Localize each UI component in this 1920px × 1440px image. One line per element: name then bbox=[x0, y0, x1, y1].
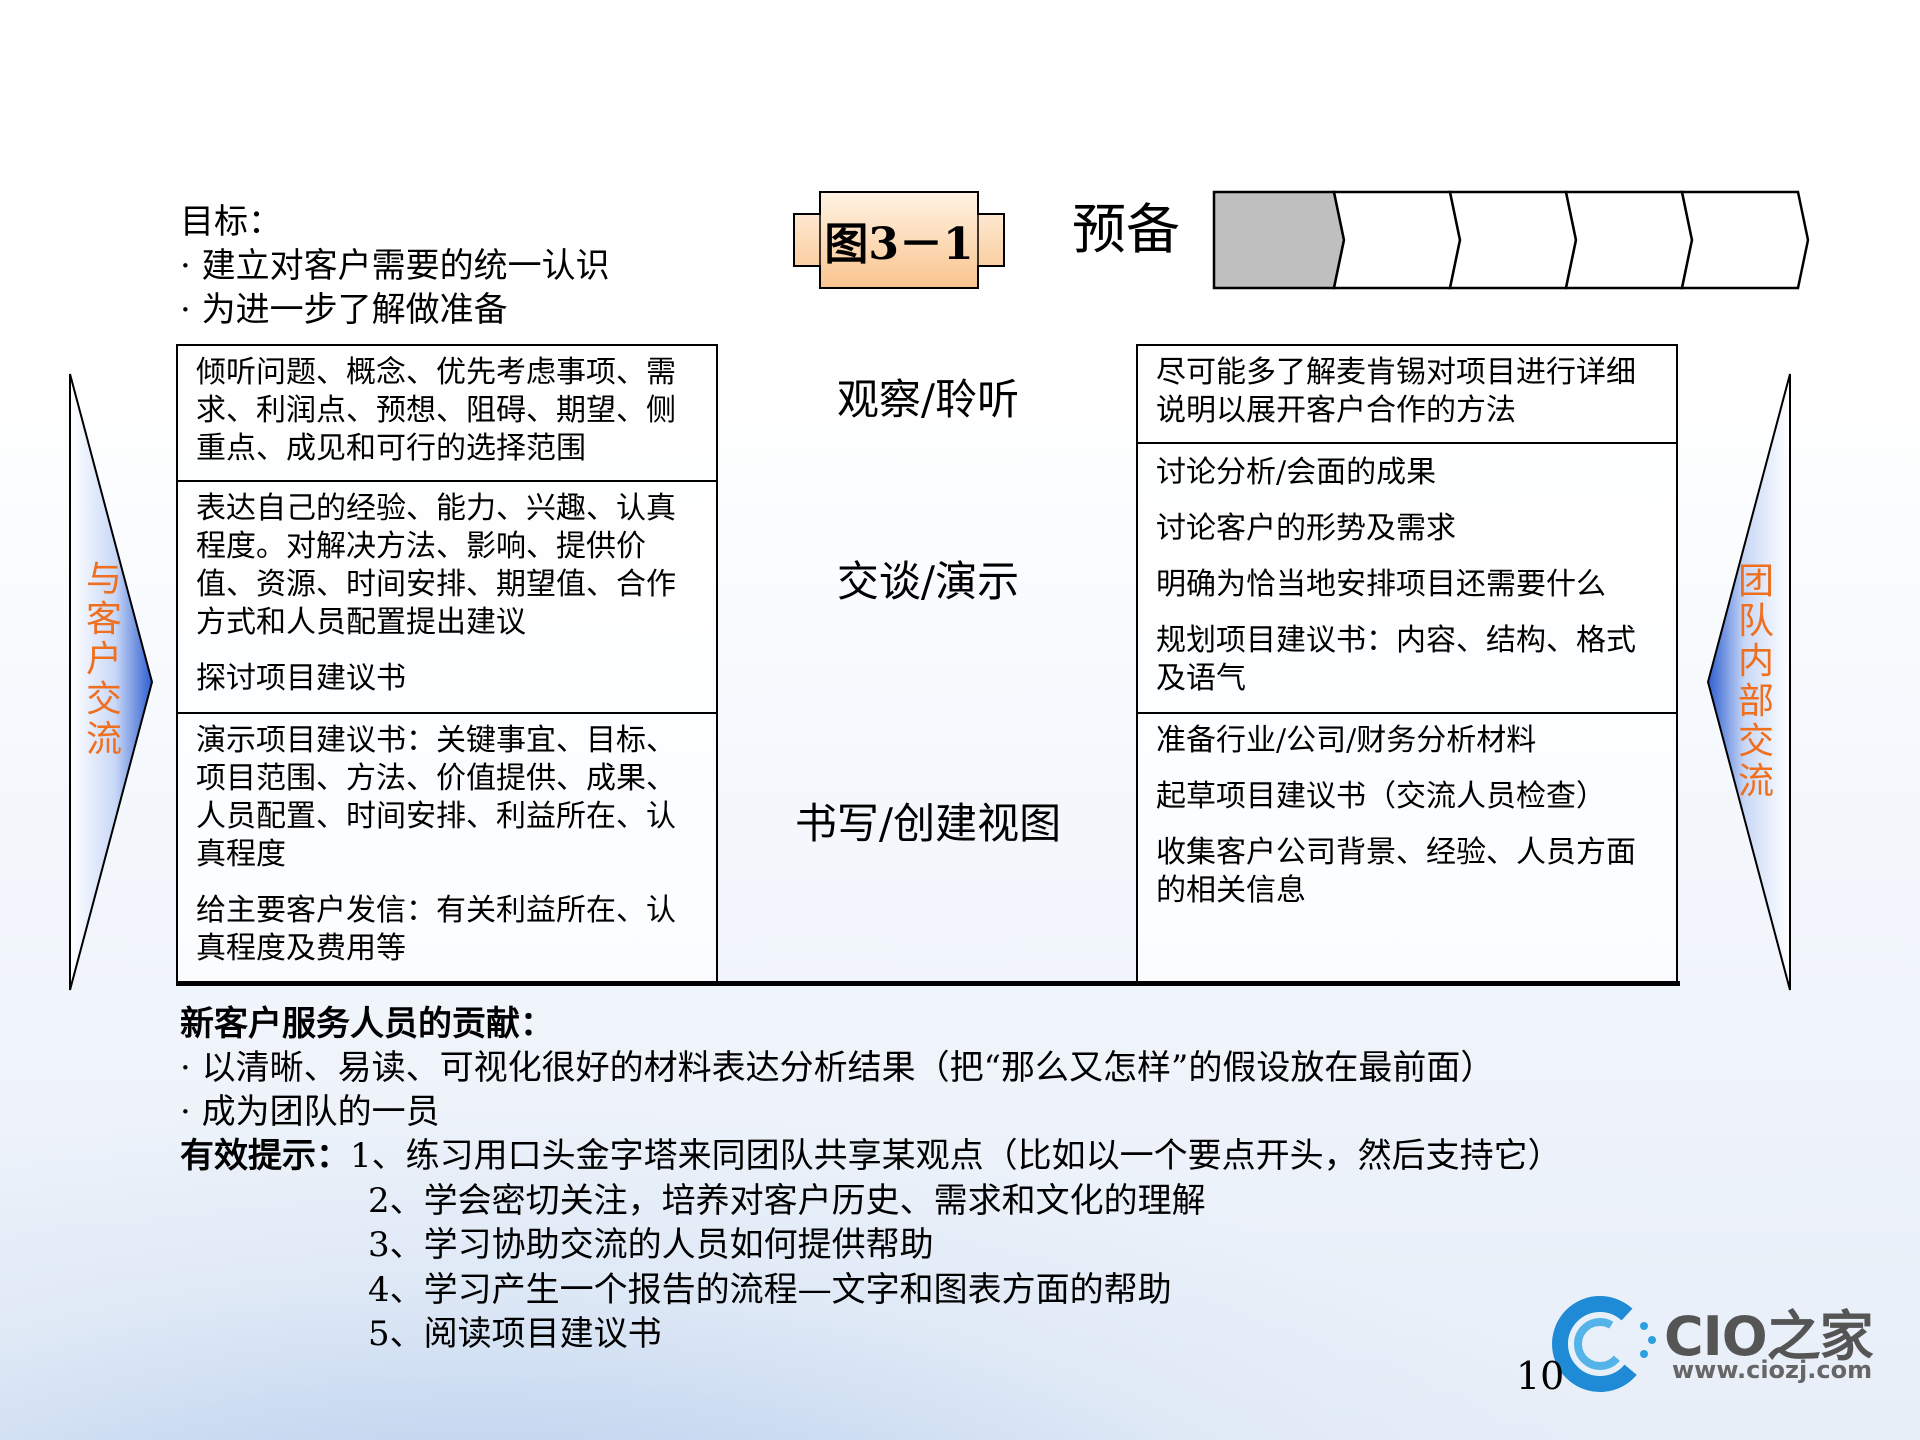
stage-chevron bbox=[1680, 190, 1810, 290]
middle-label-talk: 交谈/演示 bbox=[836, 557, 1020, 606]
stage-chevron-bar bbox=[1212, 190, 1812, 294]
tip-item: 2、学会密切关注，培养对客户历史、需求和文化的理解 bbox=[368, 1180, 1206, 1221]
cell-text: 准备行业/公司/财务分析材料 bbox=[1156, 723, 1537, 758]
stage-chevron-active bbox=[1212, 190, 1346, 290]
goal-bullet: · 建立对客户需要的统一认识 bbox=[180, 246, 610, 286]
goal-heading: 目标： bbox=[180, 202, 282, 242]
stage-title: 预备 bbox=[1072, 198, 1180, 261]
left-panel: 倾听问题、概念、优先考虑事项、需求、利润点、预想、阻碍、期望、侧重点、成见和可行… bbox=[176, 344, 720, 984]
cell-text: 讨论分析/会面的成果 bbox=[1156, 455, 1437, 490]
cell-text: 讨论客户的形势及需求 bbox=[1156, 511, 1456, 546]
tip-item: 3、学习协助交流的人员如何提供帮助 bbox=[368, 1225, 934, 1265]
goal-bullet: · 为进一步了解做准备 bbox=[180, 290, 508, 330]
left-side-label: 与客户交流 bbox=[85, 559, 122, 760]
cell-text: 起草项目建议书（交流人员检查） bbox=[1156, 779, 1606, 814]
logo-name: CIO之家 bbox=[1664, 1305, 1874, 1368]
contribution-bullet: · 以清晰、易读、可视化很好的材料表达分析结果（把“那么又怎样”的假设放在最前面… bbox=[180, 1048, 1495, 1088]
figure-label-text: 图3－1 bbox=[824, 219, 974, 270]
tips-block: 有效提示：1、练习用口头金字塔来同团队共享某观点（比如以一个要点开头，然后支持它… bbox=[180, 1134, 1562, 1357]
left-cell-write: 演示项目建议书：关键事宜、目标、项目范围、方法、价值提供、成果、人员配置、时间安… bbox=[176, 712, 718, 984]
cell-text: 演示项目建议书：关键事宜、目标、项目范围、方法、价值提供、成果、人员配置、时间安… bbox=[196, 723, 676, 872]
cell-text: 给主要客户发信：有关利益所在、认真程度及费用等 bbox=[196, 893, 676, 966]
cell-text: 尽可能多了解麦肯锡对项目进行详细说明以展开客户合作的方法 bbox=[1156, 355, 1636, 428]
left-arrow: 与客户交流 bbox=[68, 372, 156, 996]
cell-text: 探讨项目建议书 bbox=[196, 661, 406, 696]
stage-chevron bbox=[1448, 190, 1578, 290]
cell-text: 明确为恰当地安排项目还需要什么 bbox=[1156, 567, 1606, 602]
cell-text: 收集客户公司背景、经验、人员方面的相关信息 bbox=[1156, 835, 1636, 908]
contribution-block: 新客户服务人员的贡献： · 以清晰、易读、可视化很好的材料表达分析结果（把“那么… bbox=[180, 1002, 1494, 1134]
left-cell-observe: 倾听问题、概念、优先考虑事项、需求、利润点、预想、阻碍、期望、侧重点、成见和可行… bbox=[176, 344, 718, 482]
right-arrow: 团队内部交流 bbox=[1704, 372, 1792, 996]
middle-column: 观察/聆听 交谈/演示 书写/创建视图 bbox=[720, 344, 1136, 984]
page-number: 10 bbox=[1516, 1354, 1565, 1398]
right-panel: 尽可能多了解麦肯锡对项目进行详细说明以展开客户合作的方法 讨论分析/会面的成果 … bbox=[1136, 344, 1680, 984]
right-cell-observe: 尽可能多了解麦肯锡对项目进行详细说明以展开客户合作的方法 bbox=[1136, 344, 1678, 444]
right-cell-talk: 讨论分析/会面的成果 讨论客户的形势及需求 明确为恰当地安排项目还需要什么 规划… bbox=[1136, 442, 1678, 714]
left-cell-talk: 表达自己的经验、能力、兴趣、认真程度。对解决方法、影响、提供价值、资源、时间安排… bbox=[176, 480, 718, 714]
logo-url: www.ciozj.com bbox=[1672, 1356, 1873, 1384]
middle-label-observe: 观察/聆听 bbox=[836, 375, 1020, 424]
middle-label-write: 书写/创建视图 bbox=[794, 799, 1062, 848]
cell-text: 规划项目建议书：内容、结构、格式及语气 bbox=[1156, 623, 1636, 696]
cell-text: 倾听问题、概念、优先考虑事项、需求、利润点、预想、阻碍、期望、侧重点、成见和可行… bbox=[196, 355, 676, 466]
cio-logo: CIO之家 www.ciozj.com bbox=[1548, 1286, 1888, 1396]
tip-item: 4、学习产生一个报告的流程—文字和图表方面的帮助 bbox=[368, 1269, 1172, 1310]
stage-chevron bbox=[1332, 190, 1462, 290]
table-baseline bbox=[176, 981, 1680, 986]
cell-text: 表达自己的经验、能力、兴趣、认真程度。对解决方法、影响、提供价值、资源、时间安排… bbox=[196, 491, 676, 640]
right-cell-write: 准备行业/公司/财务分析材料 起草项目建议书（交流人员检查） 收集客户公司背景、… bbox=[1136, 712, 1678, 984]
tip-item: 1、练习用口头金字塔来同团队共享某观点（比如以一个要点开头，然后支持它） bbox=[350, 1136, 1562, 1176]
figure-label: 图3－1 bbox=[792, 190, 1006, 290]
goal-block: 目标： · 建立对客户需要的统一认识 · 为进一步了解做准备 bbox=[180, 200, 610, 332]
tips-heading: 有效提示： bbox=[180, 1136, 350, 1176]
contribution-heading: 新客户服务人员的贡献： bbox=[180, 1004, 554, 1044]
contribution-bullet: · 成为团队的一员 bbox=[180, 1092, 440, 1132]
stage-chevron bbox=[1564, 190, 1694, 290]
tip-item: 5、阅读项目建议书 bbox=[368, 1314, 662, 1354]
right-side-label: 团队内部交流 bbox=[1737, 561, 1774, 802]
